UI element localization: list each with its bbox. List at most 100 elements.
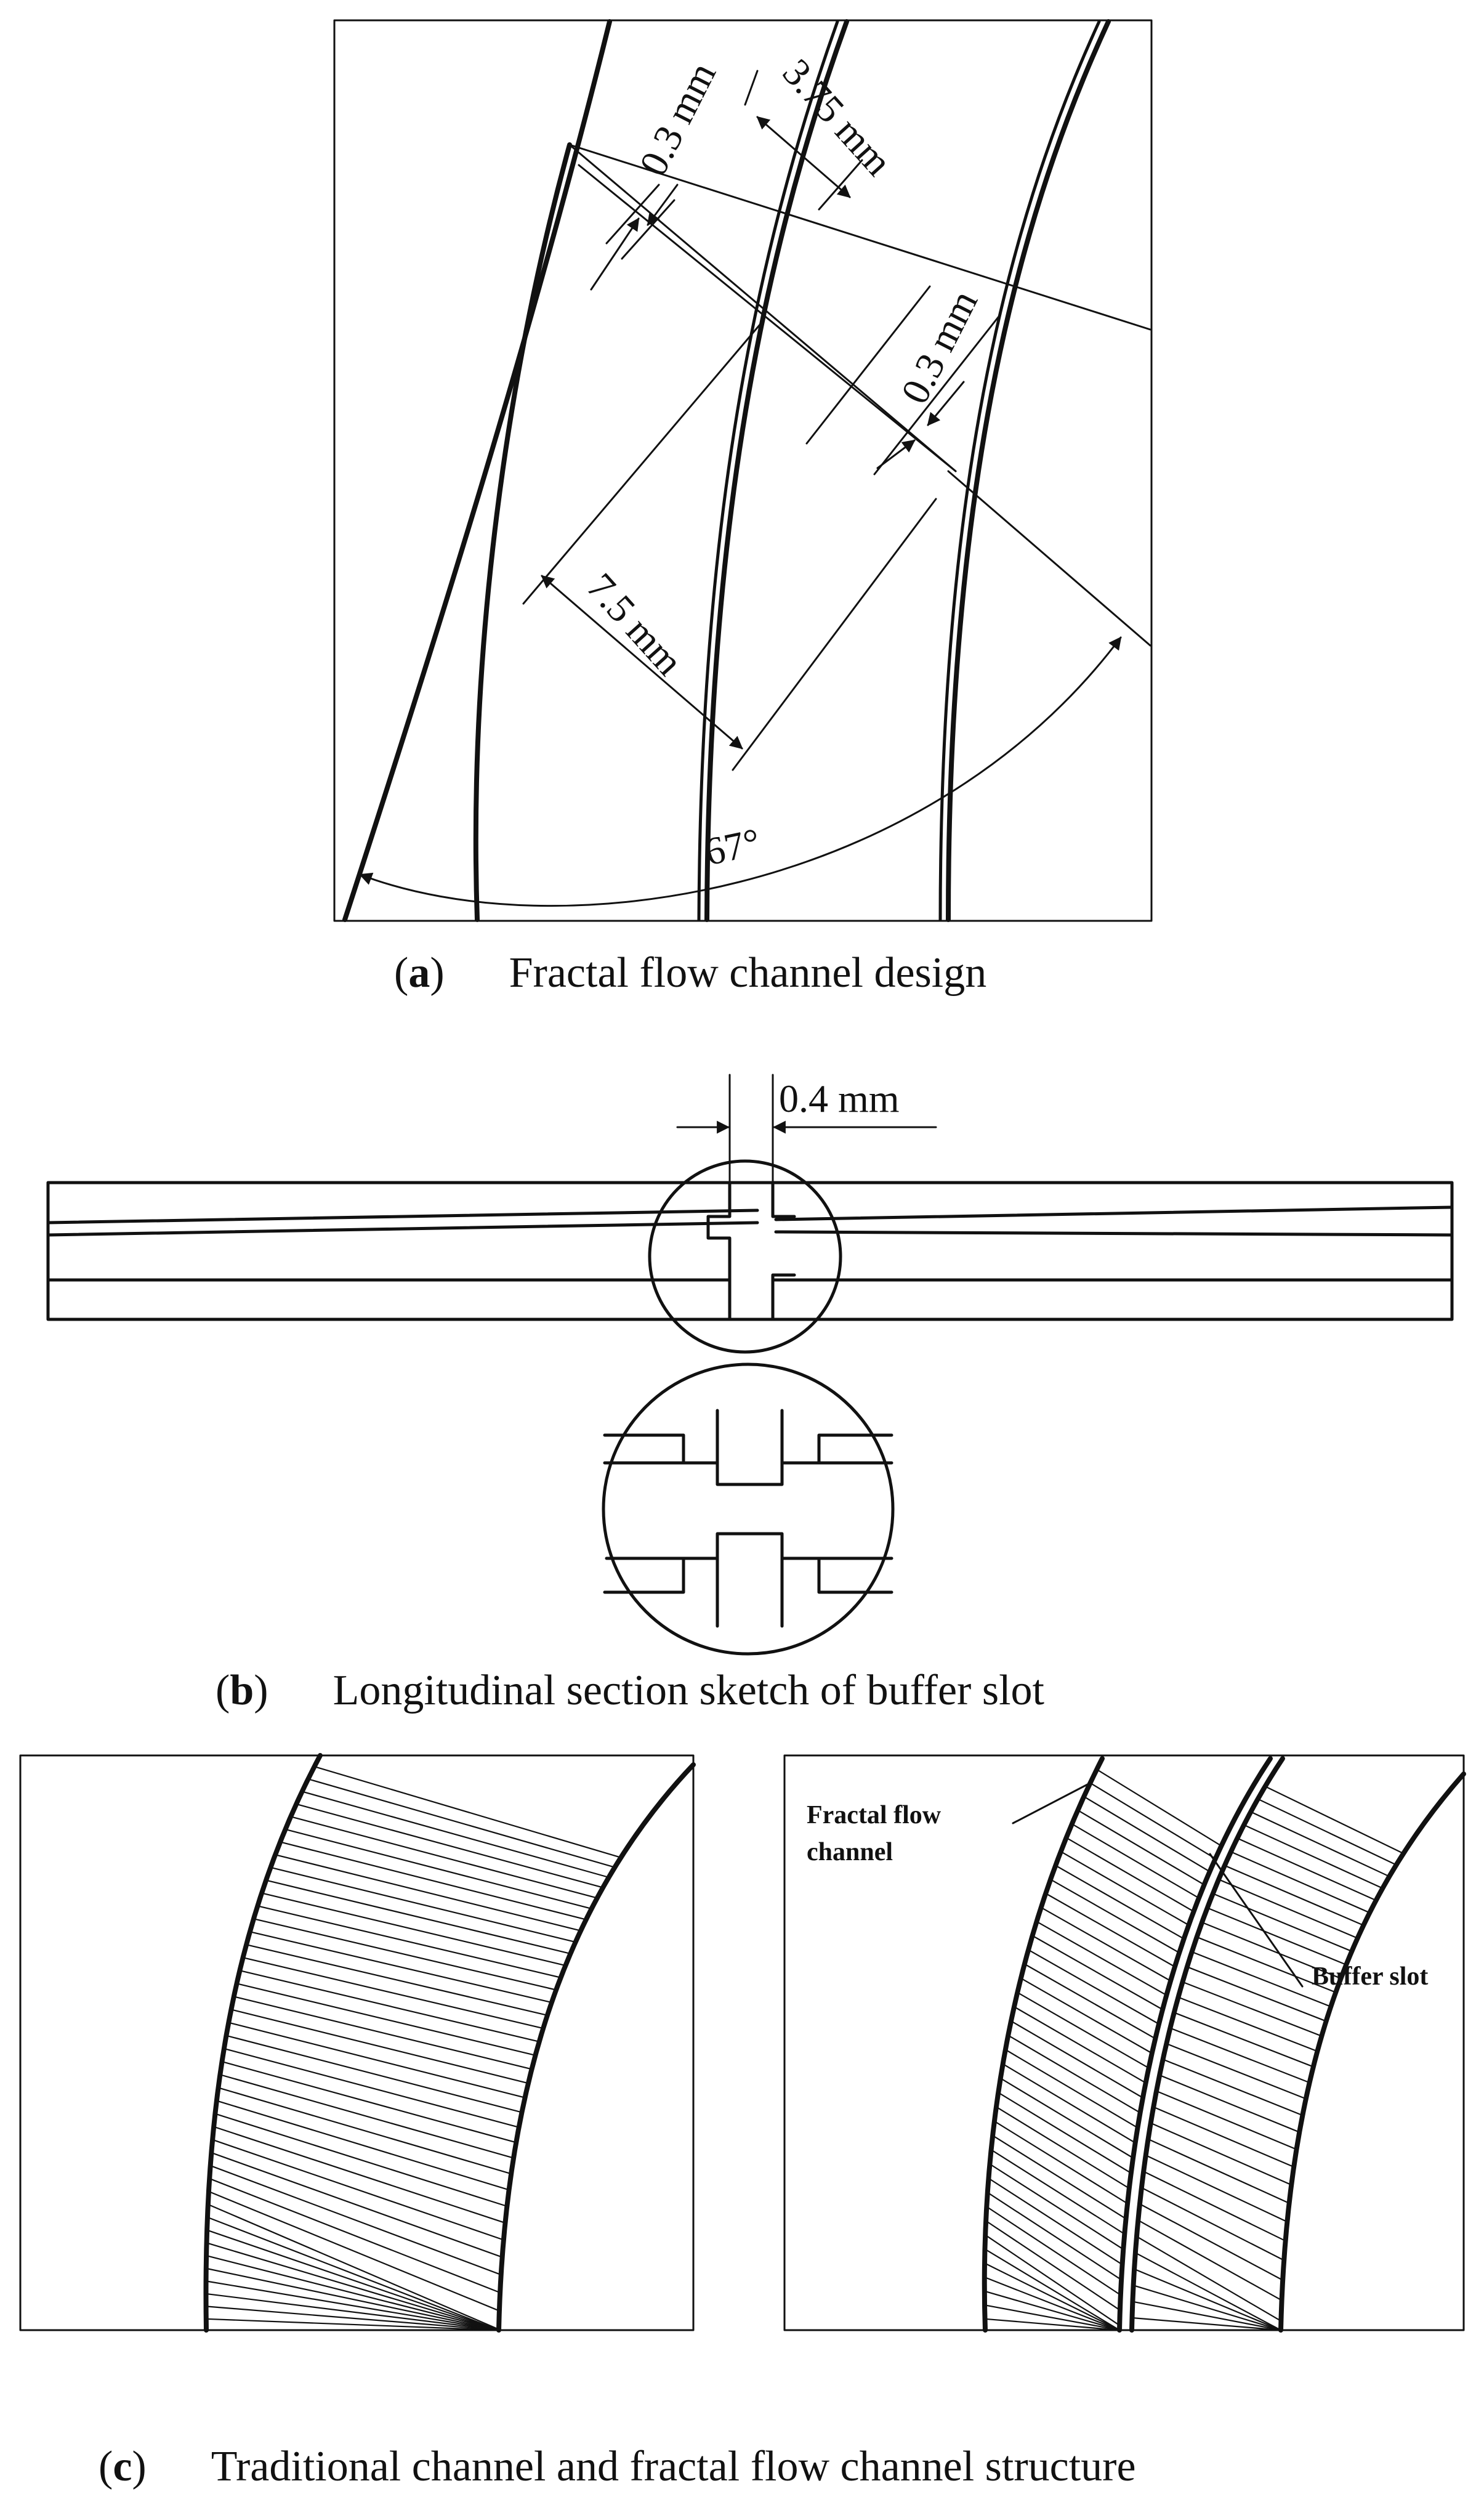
fractal-channel-outer-line: [1132, 2285, 1282, 2331]
fractal-channel-inner-line: [1020, 1977, 1153, 2054]
buffer-slot-curve-a: [1117, 1756, 1273, 2333]
fractal-channel-outer-line: [1143, 2171, 1286, 2242]
fractal-channel-outer-line: [1155, 2090, 1297, 2150]
fractal-channel-outer-line: [1182, 1981, 1323, 2037]
trad-channel-line: [274, 1854, 582, 1932]
trad-channel-line: [252, 1918, 557, 1991]
trad-channel-line: [257, 1905, 562, 1978]
fractal-channel-inner-line: [1096, 1768, 1222, 1847]
fractal-channel-inner-line: [990, 2149, 1126, 2235]
panel-c-fractal: Fractal flow channel Buffer slot: [783, 1754, 1466, 2333]
fractal-channel-outer-line: [1206, 1907, 1347, 1965]
fractal-channel-lines: [983, 1768, 1405, 2331]
fractal-channel-outer-line: [1147, 2138, 1290, 2204]
fractal-channel-inner-line: [1002, 2063, 1136, 2144]
fractal-channel-inner-line: [1013, 2006, 1147, 2084]
dim-label-7-5: 7.5 mm: [579, 565, 692, 684]
fractal-channel-outer-line: [1159, 2074, 1301, 2133]
fractal-inner-curve: [982, 1756, 1105, 2333]
panel-a-drawing: 0.3 mm 3.75 mm 0.3 mm 7.5 mm 67°: [333, 19, 1153, 922]
channel-curve-3: [946, 19, 1111, 922]
leader-buffer: [1209, 1853, 1304, 1988]
fractal-channel-inner-line: [995, 2106, 1130, 2189]
caption-b: (b) Longitudinal section sketch of buffe…: [216, 1667, 1044, 1714]
fractal-outer-curve: [1278, 1771, 1466, 2333]
fractal-channel-inner-line: [1071, 1823, 1200, 1899]
strip-line-r1: [774, 1205, 1454, 1221]
radial-line-upper: [568, 144, 1151, 331]
trad-channel-line: [216, 2100, 510, 2191]
trad-channel-line: [206, 2216, 500, 2331]
trad-inner-curve: [203, 1753, 323, 2333]
fractal-channel-outer-line: [1236, 1837, 1377, 1901]
detail-profile: [603, 1409, 893, 1628]
trad-channel-line: [284, 1828, 592, 1909]
caption-c-letter: c: [113, 2443, 132, 2490]
fractal-channel-outer-line: [1201, 1921, 1342, 1980]
fractal-channel-inner-line: [1010, 2020, 1144, 2099]
fractal-channel-outer-line: [1139, 2203, 1284, 2281]
fractal-channel-inner-line: [1023, 1963, 1156, 2039]
fractal-channel-inner-line: [984, 2318, 1121, 2331]
fractal-channel-inner-line: [983, 2290, 1121, 2331]
fractal-channel-inner-line: [998, 2092, 1132, 2174]
trad-channel-line: [205, 2293, 500, 2331]
slot-profile: [706, 1181, 796, 1321]
panel-c-left-frame: [19, 1754, 695, 2331]
trad-channel-line: [307, 1778, 616, 1868]
strip-line-l1: [46, 1208, 759, 1225]
fractal-channel-outer-line: [1250, 1811, 1390, 1877]
trad-channel-line: [223, 2047, 520, 2128]
fractal-channel-inner-line: [986, 2192, 1123, 2281]
trad-channel-line: [209, 2177, 501, 2294]
fractal-channel-inner-line: [1089, 1782, 1216, 1860]
fractal-channel-outer-line: [1134, 2252, 1282, 2331]
fractal-channel-inner-line: [1007, 2034, 1141, 2114]
trad-channel-line: [296, 1803, 604, 1888]
fractal-channel-inner-line: [1036, 1921, 1167, 1996]
trad-channel-line: [206, 2229, 500, 2331]
trad-channel-line: [265, 1879, 571, 1954]
fractal-channel-outer-line: [1243, 1824, 1384, 1889]
fractal-channel-outer-line: [1264, 1786, 1405, 1855]
trad-channel-lines: [205, 1765, 622, 2331]
dim-arrow-0-3-top-b: [647, 184, 679, 226]
ext-line-g: [522, 319, 765, 605]
fractal-channel-outer-line: [1132, 2301, 1282, 2331]
fractal-channel-outer-line: [1137, 2219, 1283, 2301]
caption-c-text: Traditional channel and fractal flow cha…: [211, 2443, 1136, 2490]
caption-c: (c) Traditional channel and fractal flow…: [99, 2443, 1136, 2490]
fractal-channel-outer-line: [1153, 2106, 1295, 2168]
fractal-channel-inner-line: [1031, 1935, 1164, 2010]
trad-channel-line: [236, 1983, 536, 2056]
caption-b-text: Longitudinal section sketch of buffer sl…: [333, 1667, 1044, 1714]
fractal-channel-inner-line: [1049, 1879, 1180, 1954]
trad-channel-line: [260, 1892, 567, 1967]
slot-width-label: 0.4 mm: [779, 1077, 900, 1120]
trad-channel-line: [245, 1944, 548, 2016]
trad-channel-line: [289, 1816, 598, 1899]
fractal-channel-outer-line: [1224, 1864, 1365, 1926]
trad-channel-line: [313, 1765, 622, 1858]
fractal-channel-outer-line: [1212, 1893, 1353, 1953]
label-buffer-slot: Buffer slot: [1312, 1962, 1428, 1991]
trad-channel-line: [214, 2113, 508, 2207]
fractal-channel-outer-line: [1191, 1951, 1332, 2007]
trad-channel-line: [212, 2139, 504, 2241]
fractal-channel-inner-line: [1077, 1809, 1205, 1885]
trad-channel-line: [207, 2203, 500, 2330]
trad-channel-line: [208, 2190, 500, 2312]
fractal-channel-outer-line: [1177, 1996, 1318, 2052]
trad-channel-line: [242, 1957, 544, 2030]
label-fractal-line1: Fractal flow: [807, 1801, 942, 1829]
fractal-channel-inner-line: [988, 2177, 1123, 2265]
detail-circle-marker: [648, 1159, 842, 1354]
fractal-channel-inner-line: [1083, 1795, 1211, 1872]
caption-b-letter: b: [230, 1667, 254, 1714]
fractal-channel-outer-line: [1173, 2012, 1314, 2068]
fractal-channel-outer-line: [1145, 2155, 1288, 2223]
trad-channel-line: [217, 2087, 512, 2175]
ext-line-a: [605, 184, 660, 245]
ext-line-f: [873, 313, 1002, 476]
